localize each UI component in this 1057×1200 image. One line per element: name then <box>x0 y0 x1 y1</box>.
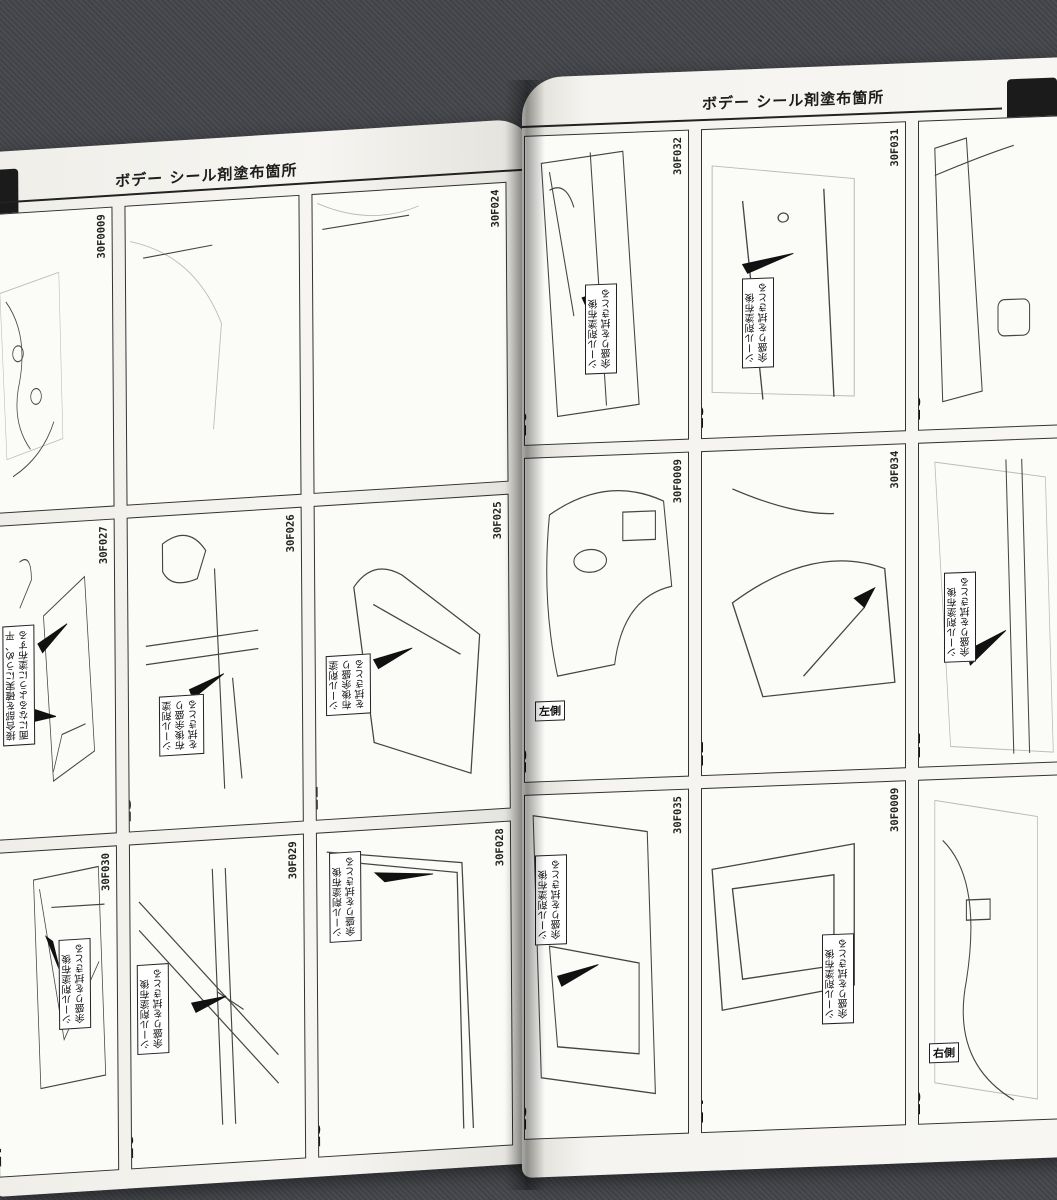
sealant-instruction-callout: シール剤塗布後 余盛りを拭きとる <box>944 571 976 663</box>
sealant-instruction-callout: シール剤塗布後 余盛りを拭きとる <box>329 850 362 943</box>
sealant-instruction-callout: シール剤塗布後 余盛りを拭きとる <box>535 854 567 946</box>
panel-number: 12 <box>313 784 323 813</box>
panel-number: 20 <box>524 410 531 438</box>
diagram-panel: 14 30F027 接合部を確実にうめ、平 面になるように塗布する <box>0 518 117 841</box>
diagram-panel: 23 右側 <box>918 773 1057 1125</box>
technical-drawing <box>532 815 656 1095</box>
panel-number: 19 <box>701 403 708 431</box>
sealant-instruction-callout: シール剤塗布後 余盛りを拭きとる <box>58 937 92 1030</box>
panel-number: 21 <box>918 732 925 760</box>
side-label: 右側 <box>929 1042 959 1064</box>
diagram-panel: 24 30F0009 シール剤塗布後 余盛りを拭きとる <box>701 780 906 1134</box>
panel-number: 25 <box>524 1104 531 1132</box>
figure-code: 30F034 <box>889 450 901 489</box>
technical-drawing <box>731 488 896 698</box>
diagram-panel: 19 30F031 シール剤塗布後 余盛りを拭きとる <box>701 121 906 440</box>
technical-drawing <box>934 137 1031 403</box>
figure-code: 30F0009 <box>889 787 901 833</box>
sealant-instruction-callout: シール剤塗布後 余盛りを拭きとる <box>585 283 617 375</box>
panel-number: 16 <box>128 1133 139 1162</box>
technical-drawing <box>129 241 222 430</box>
sealant-instruction-callout: シール剤塗布後 余盛りを拭きとる <box>822 933 854 1025</box>
figure-code: 30F029 <box>286 840 300 880</box>
sealant-instruction-callout: シール剤塗布後 余盛りを拭きとる <box>136 963 170 1056</box>
diagram-grid: 30F0009 30F024 14 30F027 接合部を確実にうめ、平 面になるように… <box>0 181 529 1184</box>
technical-drawing <box>711 165 855 400</box>
diagram-panel: 30F0009 <box>0 206 115 514</box>
figure-code: 30F032 <box>672 136 684 176</box>
side-label: 左側 <box>535 700 565 722</box>
diagram-panel: 20 30F032 シール剤塗布後 余盛りを拭きとる <box>524 129 689 446</box>
panel-number: 23 <box>918 1089 925 1117</box>
technical-drawing <box>317 203 419 230</box>
diagram-panel: 25 30F035 シール剤塗布後 余盛りを拭きとる <box>524 788 689 1140</box>
technical-drawing <box>19 559 95 782</box>
diagram-panel: 15 30F028 シール剤塗布後 余盛りを拭きとる <box>315 820 514 1158</box>
technical-drawing <box>546 490 673 677</box>
diagram-panel: 30F024 <box>311 181 509 494</box>
technical-drawing <box>934 458 1054 754</box>
diagram-panel: 12 30F025 シール剤塗 布後余盛り を拭きとる <box>313 493 511 821</box>
panel-number: 13 <box>126 796 136 825</box>
technical-drawing <box>145 534 259 789</box>
diagram-panel: 17 30F030 シール剤塗布後 余盛りを拭きとる <box>0 845 120 1178</box>
figure-code: 30F025 <box>491 500 504 540</box>
diagram-panel: 13 30F026 シール剤塗 布後余盛り を拭きとる <box>126 506 304 833</box>
panel-number: 18 <box>918 395 925 423</box>
technical-drawing <box>934 799 1038 1101</box>
panel-number: 24 <box>701 1097 708 1125</box>
diagram-panel: 16 30F029 シール剤塗布後 余盛りを拭きとる <box>128 833 307 1170</box>
section-tab-marker <box>0 168 19 219</box>
diagram-panel: 1830F0015 <box>918 114 1057 431</box>
technical-drawing <box>711 842 855 1012</box>
sealant-instruction-callout: シール剤塗 布後余盛り を拭きとる <box>158 693 205 757</box>
diagram-panel <box>124 194 302 506</box>
figure-code: 30F0009 <box>672 458 684 504</box>
figure-code: 30F028 <box>493 827 507 867</box>
technical-drawing <box>0 271 64 478</box>
technical-drawing <box>138 867 280 1125</box>
technical-drawing <box>326 851 475 1129</box>
figure-code: 30F026 <box>284 513 297 553</box>
figure-code: 30F031 <box>889 128 901 167</box>
diagram-panel: 23 30F0009 左側 <box>524 451 689 783</box>
panel-number: 17 <box>0 1141 7 1170</box>
diagram-grid: 20 30F032 シール剤塗布後 余盛りを拭きとる 19 30F031 シール剤塗布後 … <box>524 114 1057 1156</box>
figure-code: 30F030 <box>99 852 113 892</box>
sealant-instruction-callout: シール剤塗布後 余盛りを拭きとる <box>742 277 774 369</box>
diagram-panel: 2130F033シール剤塗布後 余盛りを拭きとる <box>918 436 1057 768</box>
panel-number: 15 <box>315 1121 326 1150</box>
sealant-instruction-callout: 接合部を確実にうめ、平 面になるように塗布する <box>2 624 36 747</box>
technical-drawing <box>353 568 481 775</box>
figure-code: 30F024 <box>489 189 502 228</box>
panel-number: 23 <box>524 747 531 775</box>
figure-code: 30F0009 <box>95 213 108 259</box>
page-header-title: ボデー シール剤塗布箇所 <box>702 88 885 114</box>
panel-number: 14 <box>0 804 4 833</box>
panel-number: 22 <box>701 740 708 768</box>
right-page: ボデー シール剤塗布箇所 20 30F032 シール剤塗布後 余盛りを拭きとる 19 3… <box>522 57 1057 1178</box>
figure-code: 30F035 <box>672 795 684 835</box>
diagram-panel: 22 30F034 <box>701 443 906 777</box>
figure-code: 30F027 <box>97 525 110 565</box>
sealant-instruction-callout: シール剤塗 布後余盛り を拭きとる <box>325 653 372 717</box>
